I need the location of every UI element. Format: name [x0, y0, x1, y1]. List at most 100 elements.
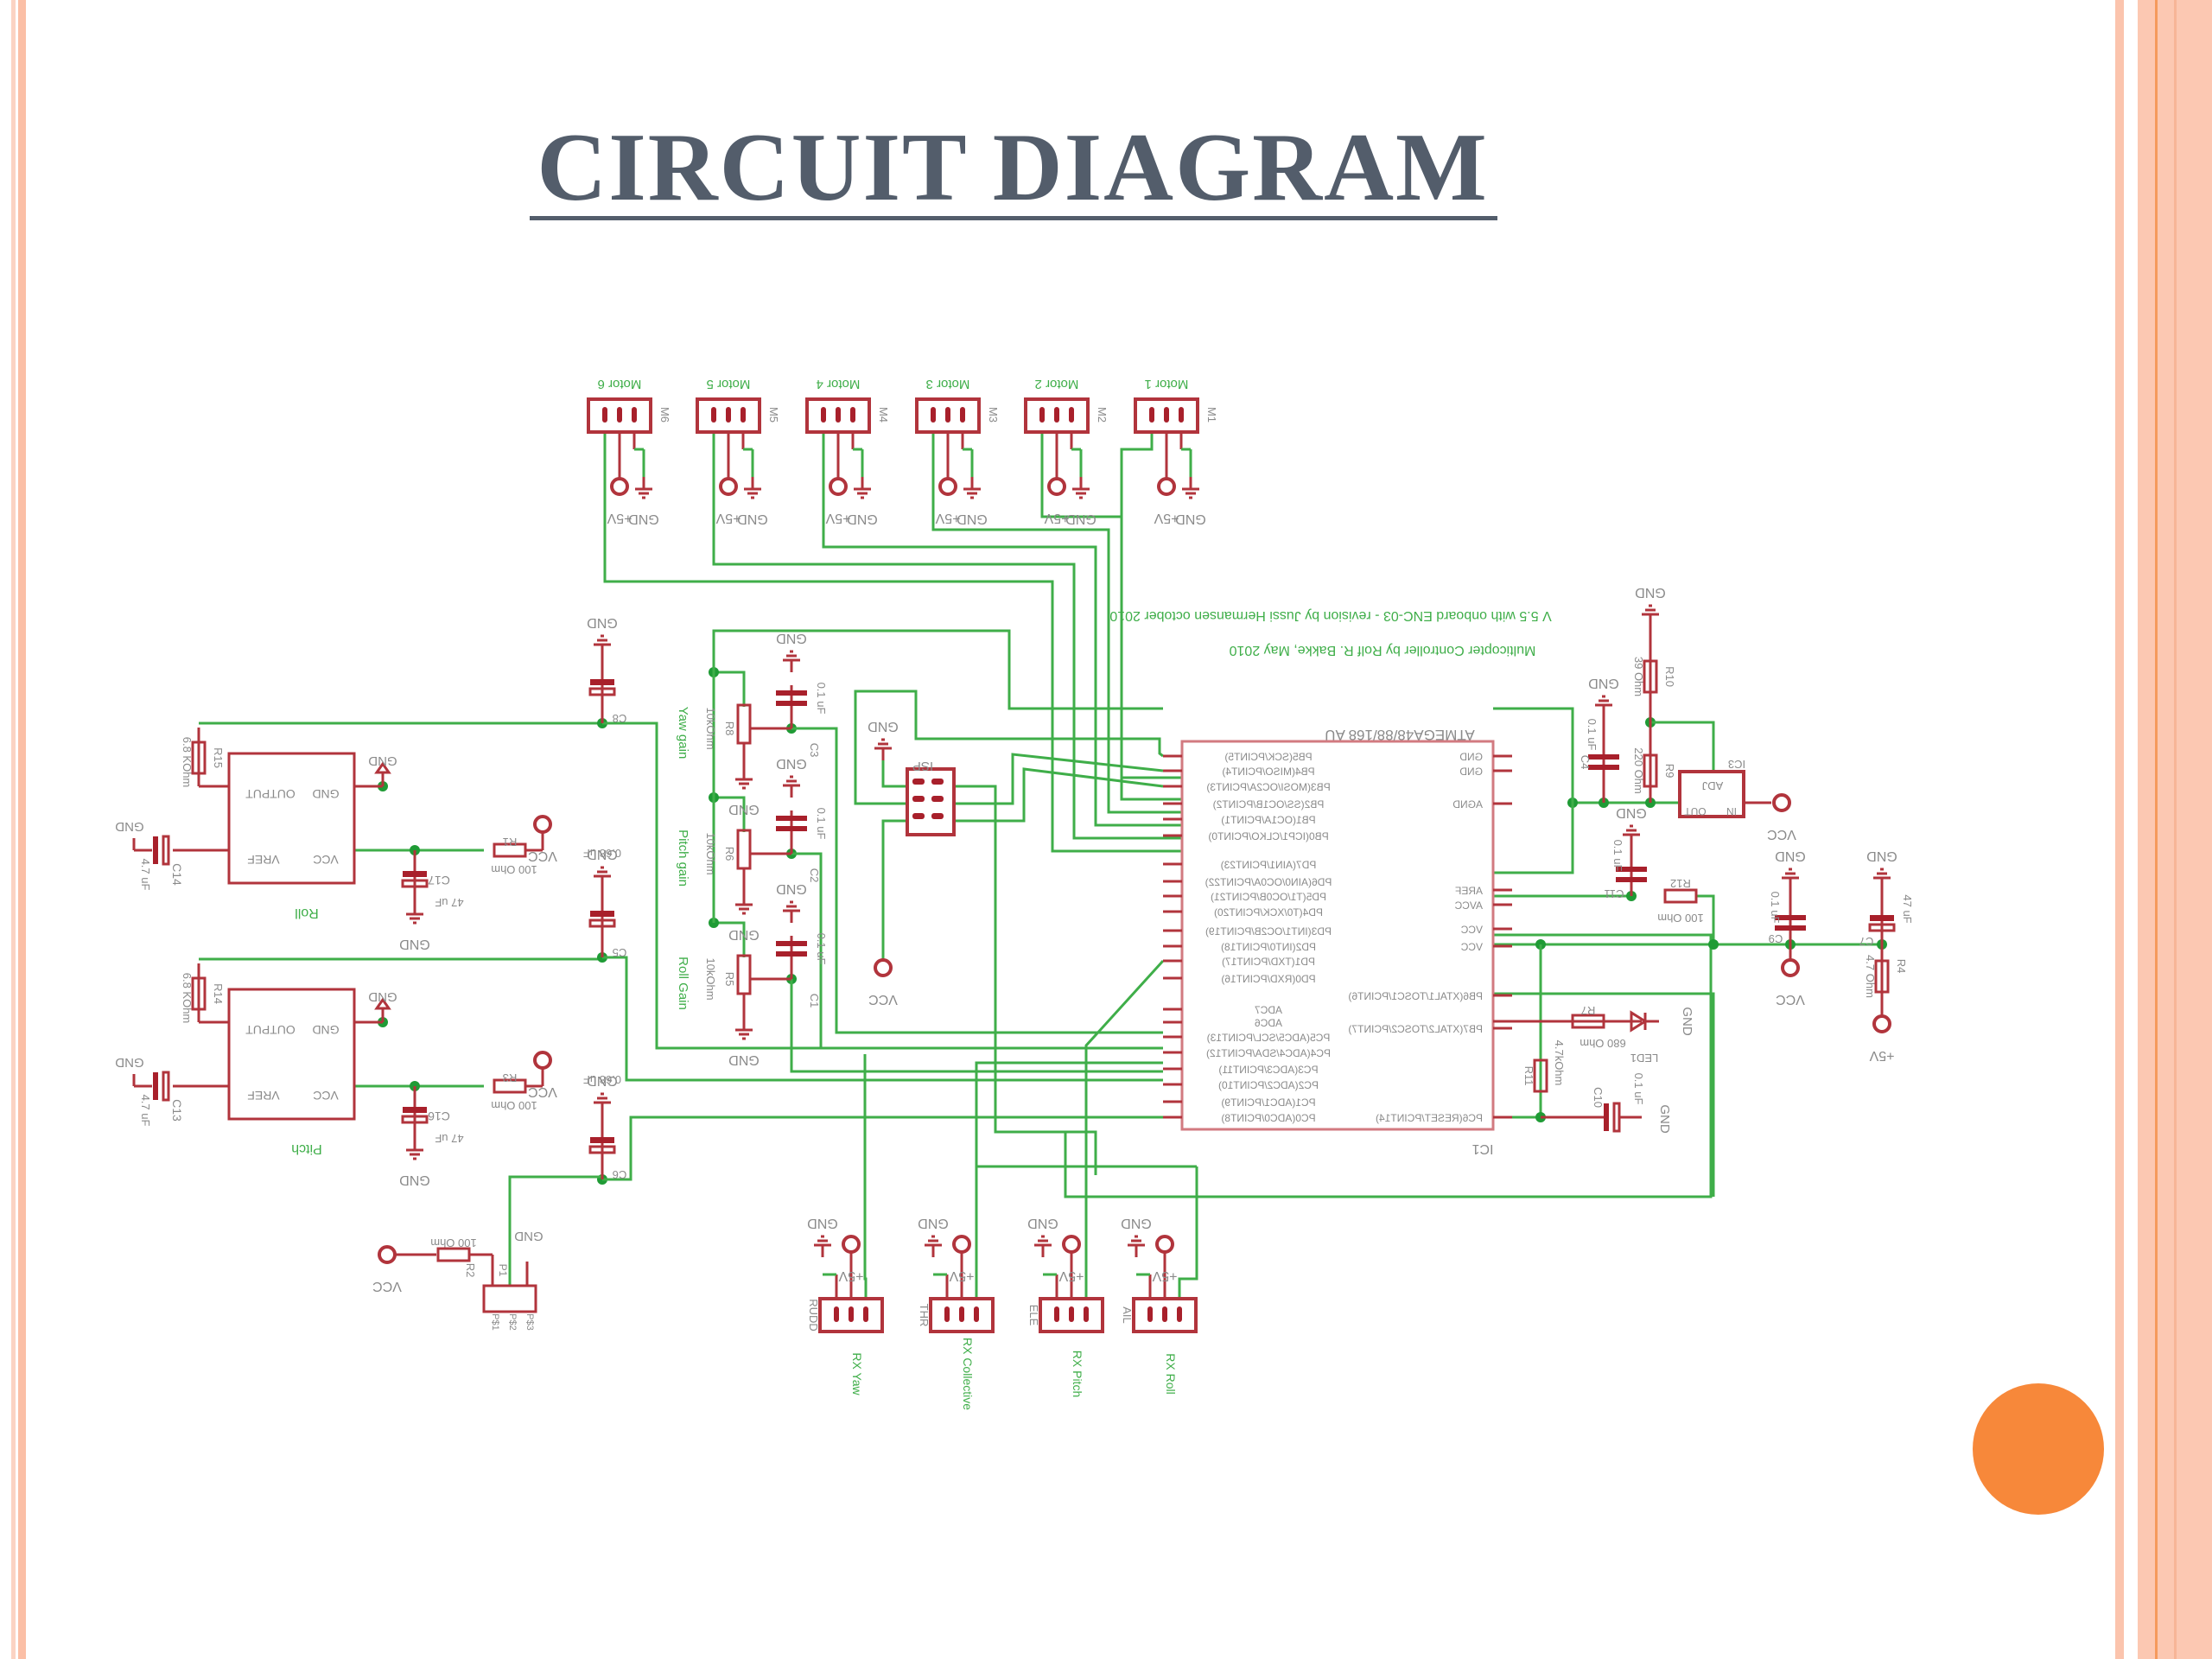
- capacitor-ref-label: C14: [170, 863, 184, 886]
- connector-pin-icon: [931, 407, 936, 423]
- regulator-adj-wire: [1650, 721, 1715, 772]
- supply-label: +5V: [1154, 511, 1179, 525]
- receiver-label: RX Collective: [961, 1338, 975, 1410]
- gnd-label: GND: [1635, 585, 1666, 600]
- pot-supply-wire: [714, 796, 746, 832]
- resistor-icon: [1571, 1014, 1605, 1029]
- mcu-pin-label: PC3(ADC3/PCINT11): [1218, 1064, 1318, 1076]
- resistor-ref-label: R12: [1670, 877, 1691, 890]
- jumper-wire: [508, 1175, 602, 1286]
- resistor-ref-label: R1: [503, 836, 518, 849]
- resistor-value-label: 100 Ohm: [1657, 912, 1703, 925]
- capacitor-ref-label: C2: [808, 868, 821, 883]
- capacitor-icon: [776, 826, 807, 831]
- supply-terminal-icon: [938, 477, 957, 496]
- gnd-label: GND: [1775, 849, 1806, 863]
- supply-label: VCC: [372, 1279, 402, 1294]
- connector-pin-icon: [1149, 407, 1154, 423]
- capacitor-value-label: 0.1 uF: [1632, 1073, 1645, 1105]
- mcu-pin-label: PC0(ADC0/PCINT8): [1221, 1112, 1315, 1124]
- accent-dot: [1973, 1383, 2104, 1515]
- connector-pin-icon: [1054, 407, 1059, 423]
- motor-signal-wire: [822, 432, 1182, 827]
- connector-pin-icon: [1162, 1306, 1167, 1322]
- capacitor-value-label: 0.1 uF: [815, 933, 828, 965]
- gnd-label: GND: [728, 1052, 760, 1067]
- pot-supply-wire: [714, 921, 746, 957]
- supply-label: +5V: [1869, 1048, 1894, 1063]
- connector-pin-icon: [944, 1306, 950, 1322]
- mcu-gnd-wire: [1493, 803, 1574, 874]
- resistor-value-label: 39 Ohm: [1632, 657, 1645, 696]
- capacitor-ref-label: C3: [808, 743, 821, 758]
- capacitor-ref-label: C1: [808, 994, 821, 1008]
- slide-title: CIRCUIT DIAGRAM: [537, 114, 1489, 221]
- capacitor-icon: [776, 701, 807, 706]
- isp-vcc-wire: [881, 819, 907, 959]
- gnd-label: GND: [115, 1055, 144, 1070]
- receiver-channel-label: THR: [918, 1304, 931, 1327]
- connector-pin-icon: [1164, 407, 1169, 423]
- mcu-pin-label: PD0(RXD/PCINT16): [1221, 973, 1315, 985]
- pot-value-label: 10kOhm: [704, 707, 717, 749]
- junction-dot: [1708, 939, 1719, 950]
- capacitor-icon: [1588, 754, 1619, 760]
- gnd-label: GND: [1027, 1216, 1058, 1230]
- resistor-value-label: 6.8 KOhm: [181, 973, 194, 1024]
- mcu-pin-label: AREF: [1455, 885, 1483, 897]
- capacitor-ref-label: C13: [170, 1099, 184, 1122]
- resistor-icon: [1643, 753, 1658, 788]
- isp-pin-icon: [912, 779, 925, 785]
- capacitor-icon: [776, 941, 807, 946]
- supply-terminal-icon: [842, 1235, 861, 1254]
- isp-gnd-wire: [881, 760, 907, 788]
- resistor-ref-label: R14: [212, 983, 225, 1004]
- gnd-label: GND: [807, 1216, 838, 1230]
- regulator-pin-label: IN: [1726, 805, 1737, 817]
- capacitor-icon: [776, 816, 807, 821]
- mcu-gnd-wire: [1493, 707, 1574, 803]
- jumper-ref-label: P1: [497, 1264, 509, 1277]
- capacitor-value-label: 0.68 uF: [583, 847, 621, 860]
- resistor-icon: [1533, 1058, 1548, 1093]
- capacitor-value-label: 0.68 uF: [583, 1073, 621, 1086]
- motor-ref-label: M4: [877, 407, 890, 423]
- connector-pin-icon: [1179, 407, 1184, 423]
- isp-sck-wire: [854, 690, 1164, 805]
- capacitor-ref-label: C17: [428, 874, 450, 887]
- supply-label: VCC: [528, 849, 557, 863]
- mcu-pin-label: PC2(ADC2/PCINT10): [1218, 1079, 1319, 1091]
- gnd-label: GND: [514, 1229, 543, 1243]
- capacitor-value-label: 0.1 uF: [1611, 840, 1624, 872]
- motor-label: Motor 1: [1145, 377, 1189, 391]
- mcu-pin-label: PB4(MISO/PCINT4): [1222, 766, 1314, 778]
- capacitor-icon: [153, 836, 158, 864]
- receiver-label: RX Pitch: [1071, 1351, 1084, 1397]
- gyro-name-label: Pitch: [291, 1141, 322, 1156]
- mcu-pin-label: PB6(XTAL1/TOSC1/PCINT6): [1348, 990, 1483, 1002]
- supply-terminal-icon: [610, 477, 629, 496]
- capacitor-ref-label: C10: [1592, 1087, 1605, 1108]
- gnd-label: GND: [728, 802, 760, 817]
- gnd-arrow-icon: [374, 761, 391, 774]
- capacitor-value-label: 0.1 uF: [815, 683, 828, 715]
- mcu-pin-label: GND: [1459, 766, 1483, 778]
- electrolytic-capacitor-icon: [1868, 923, 1896, 932]
- gnd-label: GND: [399, 1173, 430, 1187]
- rx-roll-signal-wire: [1178, 1166, 1198, 1299]
- capacitor-ref-label: C5: [613, 946, 627, 959]
- capacitor-icon: [1616, 867, 1647, 872]
- jumper-header-icon: [482, 1284, 537, 1313]
- connector-pin-icon: [632, 407, 637, 423]
- connector-pin-icon: [959, 1306, 964, 1322]
- mcu-pin-label: GND: [1459, 751, 1483, 763]
- led-icon: [1630, 1010, 1648, 1033]
- mcu-pin-label: VCC: [1460, 924, 1483, 936]
- schematic-author-note: Multicopter Controller by Rolf R. Bakke,…: [1229, 643, 1535, 658]
- gnd-label: GND: [628, 512, 659, 526]
- capacitor-value-label: 0.1 uF: [1586, 719, 1599, 751]
- mcu-pin-label: PB2(SS/OC1B/PCINT2): [1213, 798, 1325, 810]
- yaw-gain-wire: [791, 727, 1163, 1034]
- connector-pin-icon: [836, 407, 841, 423]
